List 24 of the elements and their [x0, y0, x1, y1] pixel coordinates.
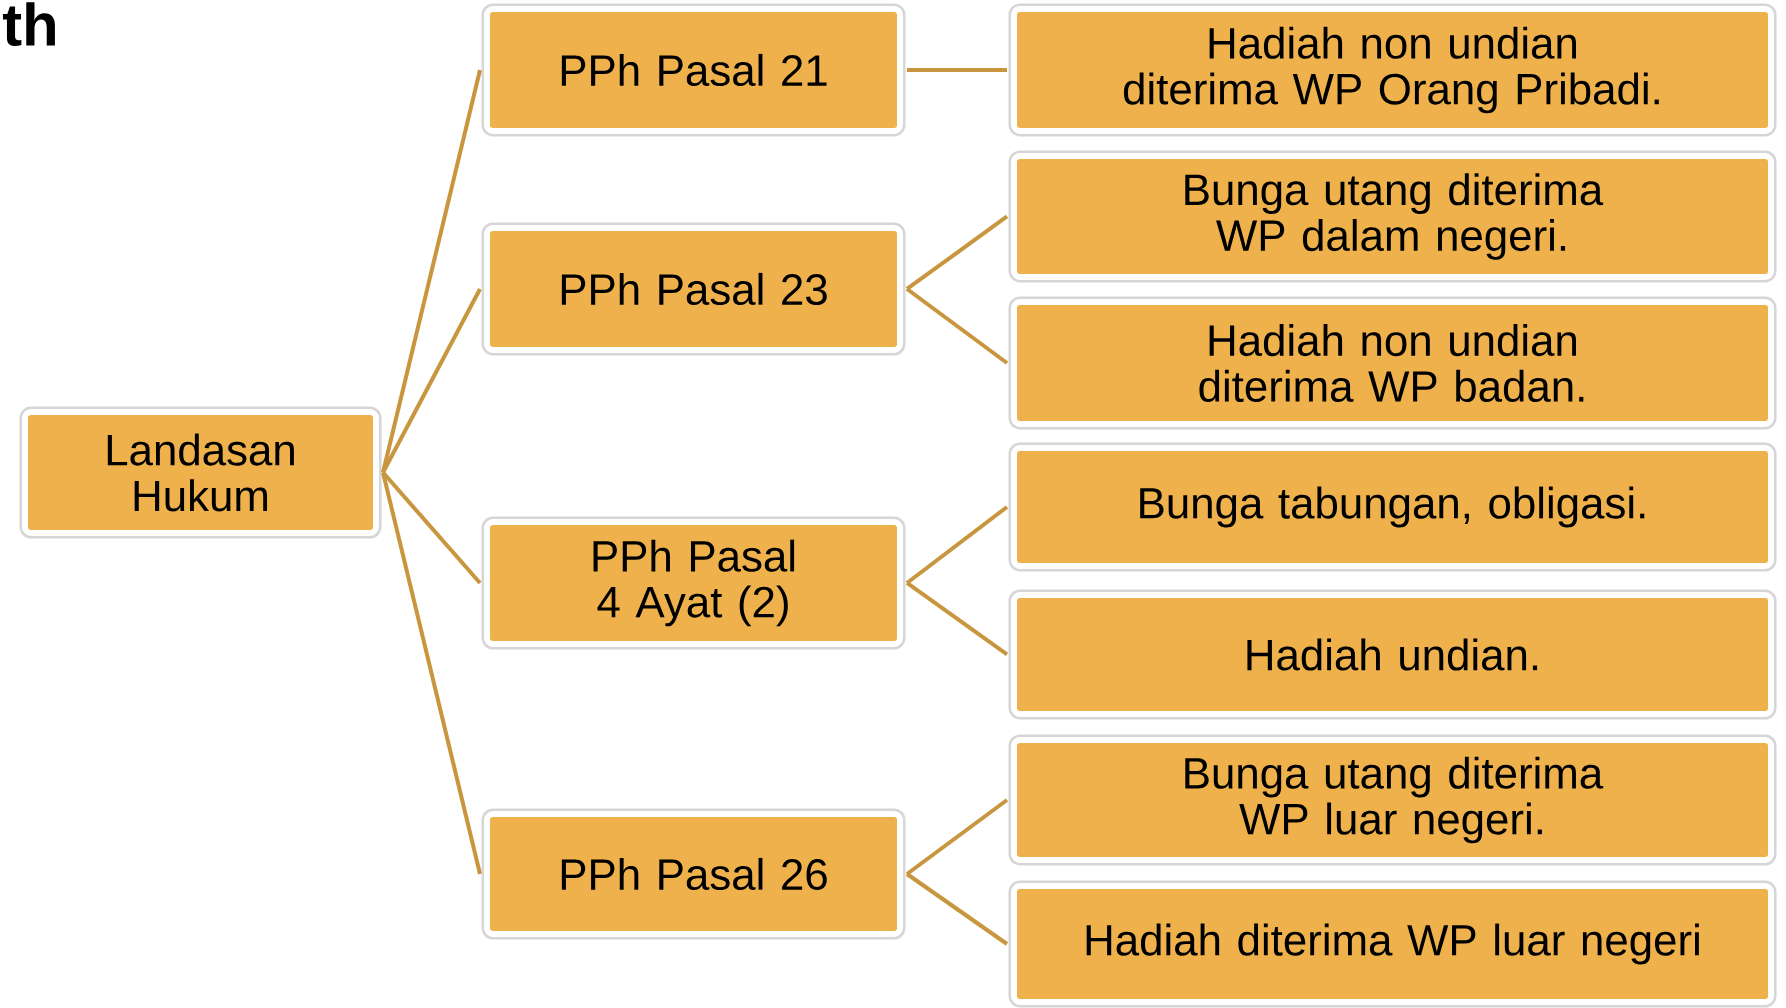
connector-line [905, 505, 1009, 585]
category-box: PPh Pasal 21 [481, 3, 906, 137]
category-box: PPh Pasal 4 Ayat (2) [481, 516, 906, 650]
connector-line [381, 69, 482, 473]
connector-line [381, 472, 482, 875]
category-box: Bunga utang diterima WP luar negeri. [1008, 734, 1777, 866]
connector-line [381, 471, 482, 585]
connector-line [905, 214, 1009, 291]
connector-line [907, 68, 1007, 72]
category-box: PPh Pasal 26 [481, 808, 906, 940]
category-box: Hadiah non undian diterima WP badan. [1008, 296, 1777, 430]
category-box: Hadiah diterima WP luar negeri [1008, 880, 1777, 1008]
connector-line [905, 872, 1009, 946]
category-box: Hadiah non undian diterima WP Orang Pribadi. [1008, 3, 1777, 137]
root-box: Landasan Hukum [19, 406, 382, 539]
category-box: PPh Pasal 23 [481, 222, 906, 356]
heading-fragment: th [2, 2, 55, 47]
connector-line [905, 287, 1009, 365]
connector-line [381, 288, 482, 474]
category-box: Bunga utang diterima WP dalam negeri. [1008, 150, 1777, 283]
connector-line [905, 798, 1009, 876]
connector-line [905, 581, 1009, 657]
category-box: Bunga tabungan, obligasi. [1008, 442, 1777, 572]
category-box: Hadiah undian. [1008, 589, 1777, 720]
